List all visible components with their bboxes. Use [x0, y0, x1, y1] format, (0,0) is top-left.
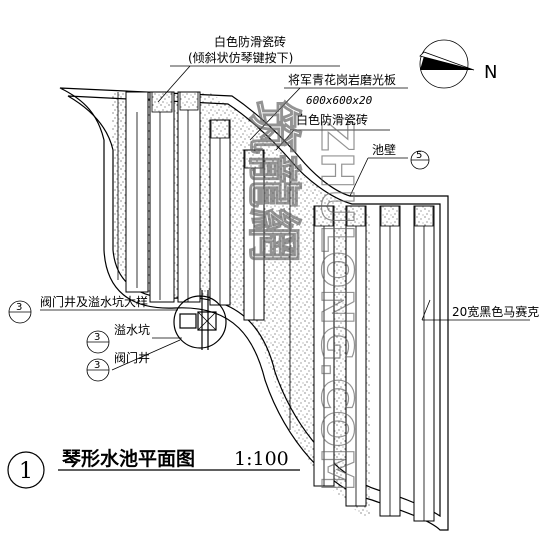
callout-white-tile-slope-note: (倾斜状仿琴键按下)	[188, 51, 293, 65]
valve-well-overflow-pit	[173, 290, 227, 350]
watermark: 筑龍網 ZHULONG.COM	[241, 99, 362, 492]
drawing-title: 琴形水池平面图	[61, 447, 195, 470]
piano-keys	[117, 91, 435, 522]
title-block	[7, 451, 300, 489]
section-reference-marks	[8, 150, 430, 382]
callout-valve-well: 阀门井	[114, 350, 150, 365]
north-label: N	[484, 62, 497, 83]
callout-white-tile-slope: 白色防滑瓷砖	[214, 34, 286, 49]
callout-valve-detail: 阀门井及溢水坑大样	[40, 294, 148, 309]
north-arrow	[419, 39, 475, 89]
callout-granite-size: 600x600x20	[306, 94, 373, 107]
callout-white-tile: 白色防滑瓷砖	[296, 112, 368, 127]
callout-overflow-pit: 溢水坑	[114, 322, 150, 337]
callout-mosaic: 20宽黑色马赛克	[452, 304, 539, 319]
ref-overflow: 3	[94, 332, 100, 343]
ref-pool-wall: 5	[416, 150, 422, 161]
drawing-scale: 1:100	[234, 448, 289, 470]
sheet-number: 1	[19, 459, 33, 484]
watermark-en: ZHULONG.COM	[311, 120, 362, 491]
ref-valve-detail: 3	[16, 302, 22, 313]
callout-pool-wall: 池壁	[372, 142, 396, 157]
watermark-cn: 筑龍網	[242, 100, 305, 262]
granite-stipple-areas	[112, 92, 370, 520]
ref-valve: 3	[94, 360, 100, 371]
callout-granite-slab: 将军青花岗岩磨光板	[288, 72, 396, 87]
leader-lines	[40, 65, 530, 371]
